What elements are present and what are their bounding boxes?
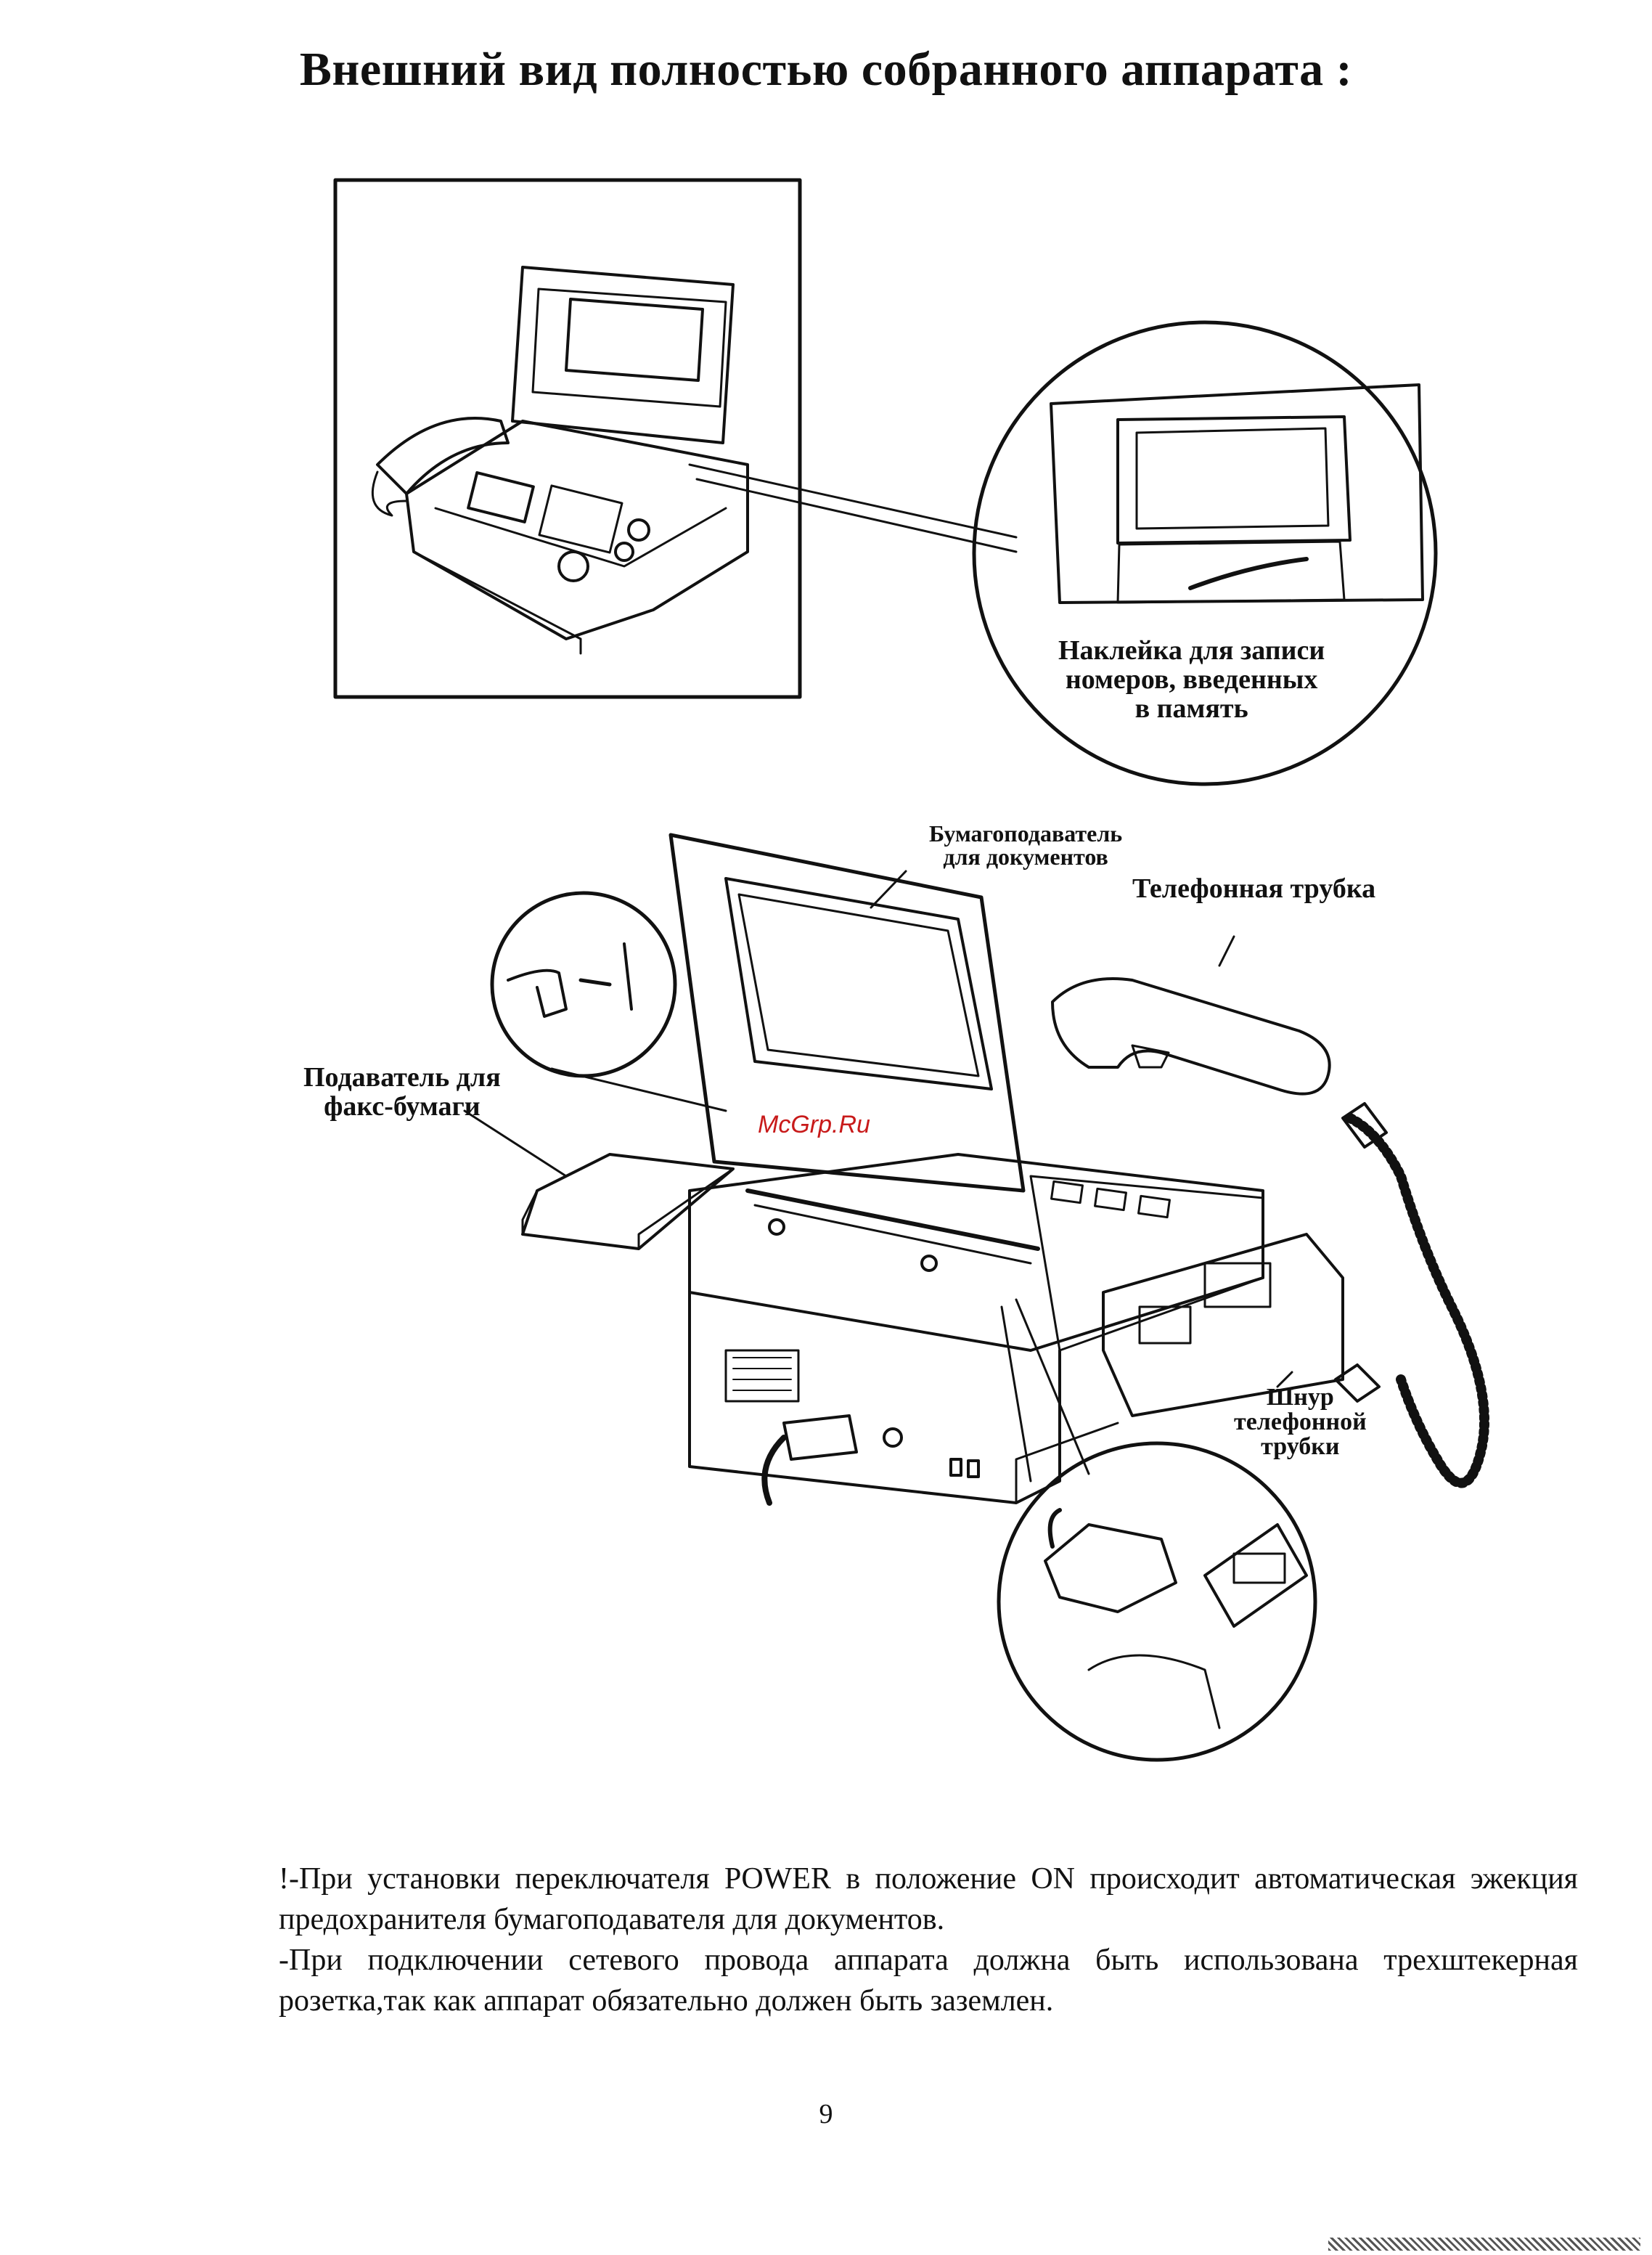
notes-block: !-При установки переключателя POWER в по… xyxy=(279,1859,1578,2021)
cord-label: Шнур телефонной трубки xyxy=(1234,1385,1367,1459)
cord-label-line: телефонной xyxy=(1234,1408,1367,1435)
sticker-detail-circle xyxy=(972,320,1438,786)
scan-edge-pattern xyxy=(1328,2238,1640,2251)
release-detail-circle xyxy=(997,1298,1317,1762)
sticker-label-line: в память xyxy=(1134,693,1248,724)
handset-label: Телефонная трубка xyxy=(1132,873,1376,904)
overview-fax-drawing xyxy=(371,266,1018,655)
paper-feeder-label-line: Подаватель для xyxy=(303,1062,501,1093)
overview-figure-frame xyxy=(333,178,802,699)
doc-feeder-label-line: Бумагоподаватель xyxy=(929,820,1123,847)
note-power-switch: !-При установки переключателя POWER в по… xyxy=(279,1862,1578,1936)
paper-feeder-label-line: факс-бумаги xyxy=(324,1091,481,1122)
hook-detail-circle xyxy=(490,891,727,1112)
document-feeder-lid xyxy=(668,833,1026,1193)
fax-main-body xyxy=(688,1153,1344,1506)
page-title: Внешний вид полностью собранного аппарат… xyxy=(299,43,1353,96)
page-number: 9 xyxy=(819,2099,833,2129)
sticker-label: Наклейка для записи номеров, введенных в… xyxy=(1058,636,1325,723)
leader-lines xyxy=(463,870,1293,1388)
sticker-label-line: номеров, введенных xyxy=(1065,664,1318,695)
doc-feeder-label: Бумагоподаватель для документов xyxy=(929,822,1122,868)
cord-label-line: Шнур xyxy=(1266,1384,1334,1411)
cord-label-line: трубки xyxy=(1261,1433,1340,1460)
handset-drawing xyxy=(1051,977,1489,1488)
sticker-label-line: Наклейка для записи xyxy=(1058,635,1325,666)
doc-feeder-label-line: для документов xyxy=(943,844,1108,870)
paper-feeder-label: Подаватель для факс-бумаги xyxy=(303,1063,501,1121)
note-grounding: -При подключении сетевого провода аппара… xyxy=(279,1944,1578,2018)
fax-paper-tray xyxy=(521,1153,735,1250)
watermark: McGrp.Ru xyxy=(758,1111,870,1138)
